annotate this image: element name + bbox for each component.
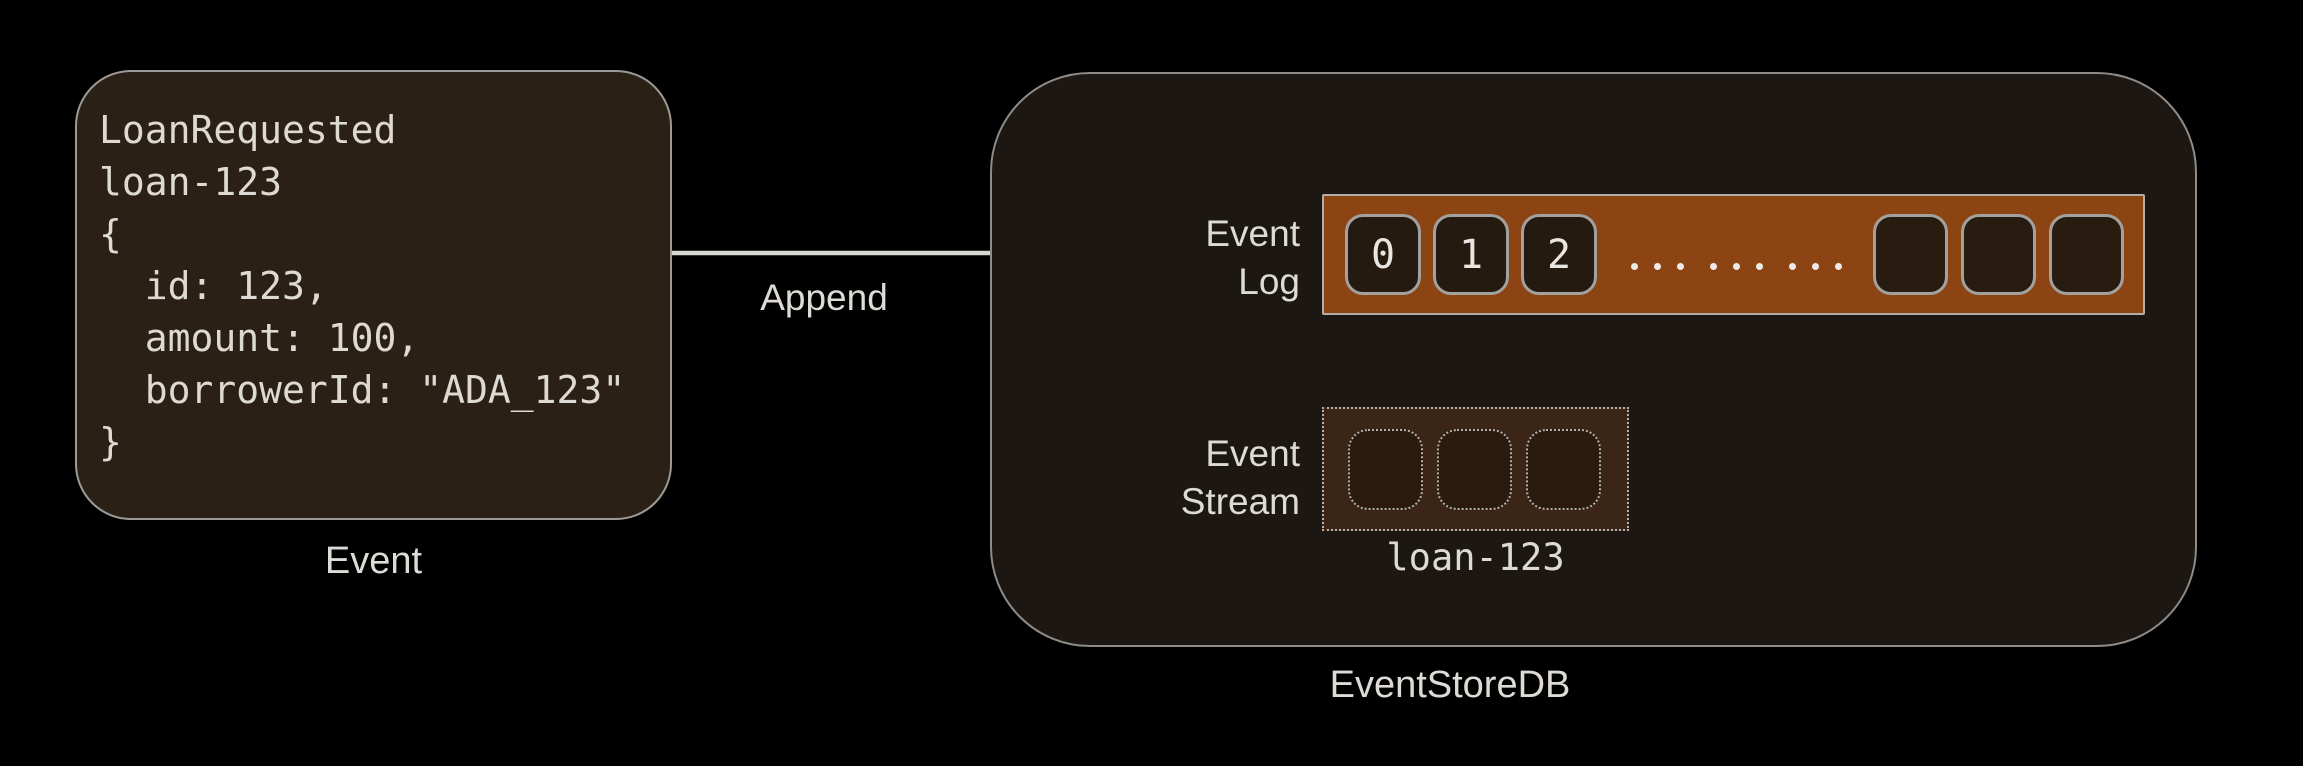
stream-name-label: loan-123 xyxy=(1386,536,1565,579)
event-log-label-line2: Log xyxy=(1238,261,1300,302)
event-log-empty-cells xyxy=(1873,214,2124,295)
ellipsis-dot xyxy=(1812,263,1819,270)
event-stream-cell xyxy=(1348,429,1423,510)
ellipsis-dot xyxy=(1654,263,1661,270)
event-code: LoanRequested loan-123 { id: 123, amount… xyxy=(99,108,626,464)
event-log-cell: 1 xyxy=(1433,214,1509,295)
ellipsis-dot xyxy=(1835,263,1842,270)
ellipsis-dot xyxy=(1677,263,1684,270)
ellipsis-dot-group xyxy=(1631,263,1684,270)
ellipsis-dot xyxy=(1631,263,1638,270)
ellipsis-dot-group xyxy=(1710,263,1763,270)
event-stream-cells xyxy=(1348,429,1601,510)
ellipsis-dots xyxy=(1631,263,1842,270)
event-stream-label: Event Stream xyxy=(992,430,1300,526)
ellipsis-dot-group xyxy=(1789,263,1842,270)
event-stream-label-line1: Event xyxy=(1205,433,1300,474)
ellipsis-dot xyxy=(1710,263,1717,270)
event-log-empty-cell xyxy=(1961,214,2036,295)
event-stream-cell xyxy=(1526,429,1601,510)
event-log-label-line1: Event xyxy=(1205,213,1300,254)
event-log-empty-cell xyxy=(2049,214,2124,295)
event-stream-label-line2: Stream xyxy=(1180,481,1300,522)
event-log-cell: 2 xyxy=(1521,214,1597,295)
event-log-label: Event Log xyxy=(992,210,1300,306)
event-stream-box xyxy=(1322,407,1629,531)
event-card: LoanRequested loan-123 { id: 123, amount… xyxy=(75,70,672,520)
append-arrow-label: Append xyxy=(760,277,888,318)
event-log-empty-cell xyxy=(1873,214,1948,295)
ellipsis-dot xyxy=(1733,263,1740,270)
eventstoredb-caption: EventStoreDB xyxy=(1329,664,1571,706)
ellipsis-dot xyxy=(1789,263,1796,270)
event-stream-cell xyxy=(1437,429,1512,510)
event-log-cell: 0 xyxy=(1345,214,1421,295)
event-card-caption: Event xyxy=(324,540,423,582)
ellipsis-dot xyxy=(1756,263,1763,270)
